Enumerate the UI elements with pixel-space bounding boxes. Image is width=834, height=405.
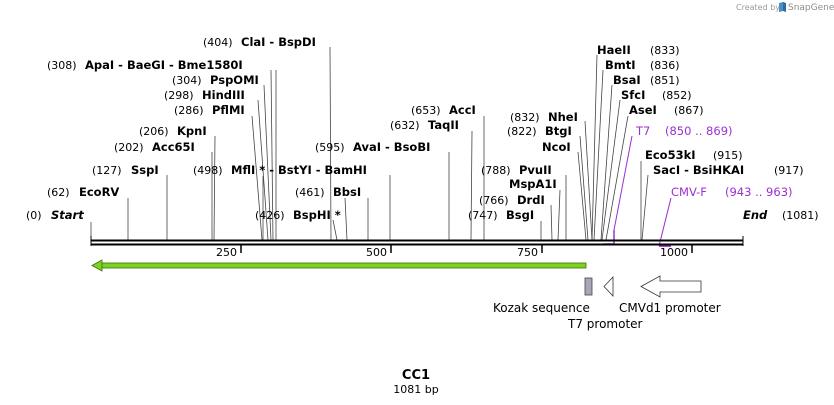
site-label-eco53ki[interactable]: Eco53kI	[645, 148, 696, 162]
site-pos: (202)	[114, 141, 144, 154]
site-label-btgi[interactable]: BtgI	[545, 124, 572, 138]
site-pos: (206)	[139, 125, 169, 138]
tick-label-1000: 1000	[660, 246, 688, 259]
site-label-acci[interactable]: AccI	[449, 103, 476, 117]
site-label-kpni[interactable]: KpnI	[177, 124, 207, 138]
dna-backbone	[90, 236, 744, 246]
site-pos: (308)	[47, 59, 77, 72]
site-pos: (766)	[479, 194, 509, 207]
feature-label-t7-promoter: T7 promoter	[567, 317, 643, 331]
tick-label-750: 750	[517, 246, 538, 259]
kozak-sequence-feature[interactable]	[584, 277, 593, 296]
site-label-bsai[interactable]: BsaI	[613, 73, 641, 87]
site-label-haeii[interactable]: HaeII	[597, 43, 631, 57]
site-label-bsphi[interactable]: BspHI *	[293, 208, 341, 222]
site-label-ncoi[interactable]: NcoI	[542, 140, 571, 154]
t7-promoter-feature[interactable]	[603, 275, 614, 298]
primer-cmv-f-marker[interactable]	[658, 197, 672, 247]
site-label-sfci[interactable]: SfcI	[621, 88, 645, 102]
site-pos: (867)	[674, 104, 704, 117]
feature-label-kozak: Kozak sequence	[493, 301, 590, 315]
site-pos: (851)	[650, 74, 680, 87]
map-title: CC1	[402, 368, 430, 383]
site-label-pvuii[interactable]: PvuII	[519, 163, 552, 177]
site-pos: (62)	[47, 186, 70, 199]
site-connectors	[90, 46, 649, 241]
site-label-pspomi[interactable]: PspOMI	[210, 73, 259, 87]
tick-label-500: 500	[366, 246, 387, 259]
site-label-apai-group[interactable]: ApaI - BaeGI - Bme1580I	[85, 58, 243, 72]
site-pos: (836)	[650, 59, 680, 72]
site-label-mspa1i[interactable]: MspA1I	[509, 177, 557, 191]
site-pos: (595)	[315, 141, 345, 154]
credit-prefix: Created by	[736, 3, 780, 12]
site-label-mfli-group[interactable]: MflI * - BstYI - BamHI	[231, 163, 367, 177]
site-pos: (304)	[172, 74, 202, 87]
primer-range-t7: (850 .. 869)	[665, 124, 733, 138]
site-pos: (747)	[468, 209, 498, 222]
orf-arrow[interactable]	[91, 259, 587, 272]
cmvd1-promoter-feature[interactable]	[640, 275, 702, 298]
site-label-ecorv[interactable]: EcoRV	[79, 185, 119, 199]
map-length: 1081 bp	[393, 383, 438, 396]
site-pos: (788)	[481, 164, 511, 177]
site-pos: (852)	[662, 89, 692, 102]
site-label-bbsi[interactable]: BbsI	[333, 185, 361, 199]
site-pos: (632)	[390, 119, 420, 132]
site-pos: (833)	[650, 44, 680, 57]
site-pos: (298)	[164, 89, 194, 102]
site-pos: (127)	[92, 164, 122, 177]
site-pos: (404)	[203, 36, 233, 49]
tick-label-250: 250	[216, 246, 237, 259]
primer-label-t7[interactable]: T7	[635, 124, 650, 138]
site-label-acc65i[interactable]: Acc65I	[152, 140, 195, 154]
site-label-drdi[interactable]: DrdI	[517, 193, 545, 207]
start-label: Start	[51, 208, 84, 222]
site-label-saci-group[interactable]: SacI - BsiHKAI	[653, 163, 744, 177]
site-pos: (917)	[774, 164, 804, 177]
snapgene-logo-icon	[779, 2, 786, 12]
site-pos: (426)	[255, 209, 285, 222]
primer-range-cmv-f: (943 .. 963)	[725, 185, 793, 199]
site-pos: (498)	[193, 164, 223, 177]
site-label-taqii[interactable]: TaqII	[428, 118, 459, 132]
feature-label-cmvd1: CMVd1 promoter	[619, 301, 721, 315]
site-pos: (653)	[411, 104, 441, 117]
site-pos: (461)	[295, 186, 325, 199]
start-pos: (0)	[26, 209, 42, 222]
end-label: End	[743, 208, 768, 222]
end-pos: (1081)	[782, 209, 819, 222]
site-pos: (915)	[713, 149, 743, 162]
scale-ticks: 250 500 750 1000	[216, 245, 693, 259]
site-pos: (822)	[507, 125, 537, 138]
site-label-clai-group[interactable]: ClaI - BspDI	[241, 35, 316, 49]
site-label-nhei[interactable]: NheI	[548, 110, 578, 124]
credit-brand: SnapGene	[788, 3, 834, 13]
primer-label-cmv-f[interactable]: CMV-F	[671, 185, 707, 199]
site-label-bsgi[interactable]: BsgI	[506, 208, 534, 222]
site-label-hindiii[interactable]: HindIII	[202, 88, 245, 102]
site-label-pflmi[interactable]: PflMI	[212, 103, 245, 117]
site-pos: (832)	[510, 111, 540, 124]
site-label-bmti[interactable]: BmtI	[605, 58, 636, 72]
site-label-asei[interactable]: AseI	[629, 103, 657, 117]
site-pos: (286)	[174, 104, 204, 117]
site-label-avai-group[interactable]: AvaI - BsoBI	[353, 140, 430, 154]
site-label-sspi[interactable]: SspI	[131, 163, 159, 177]
